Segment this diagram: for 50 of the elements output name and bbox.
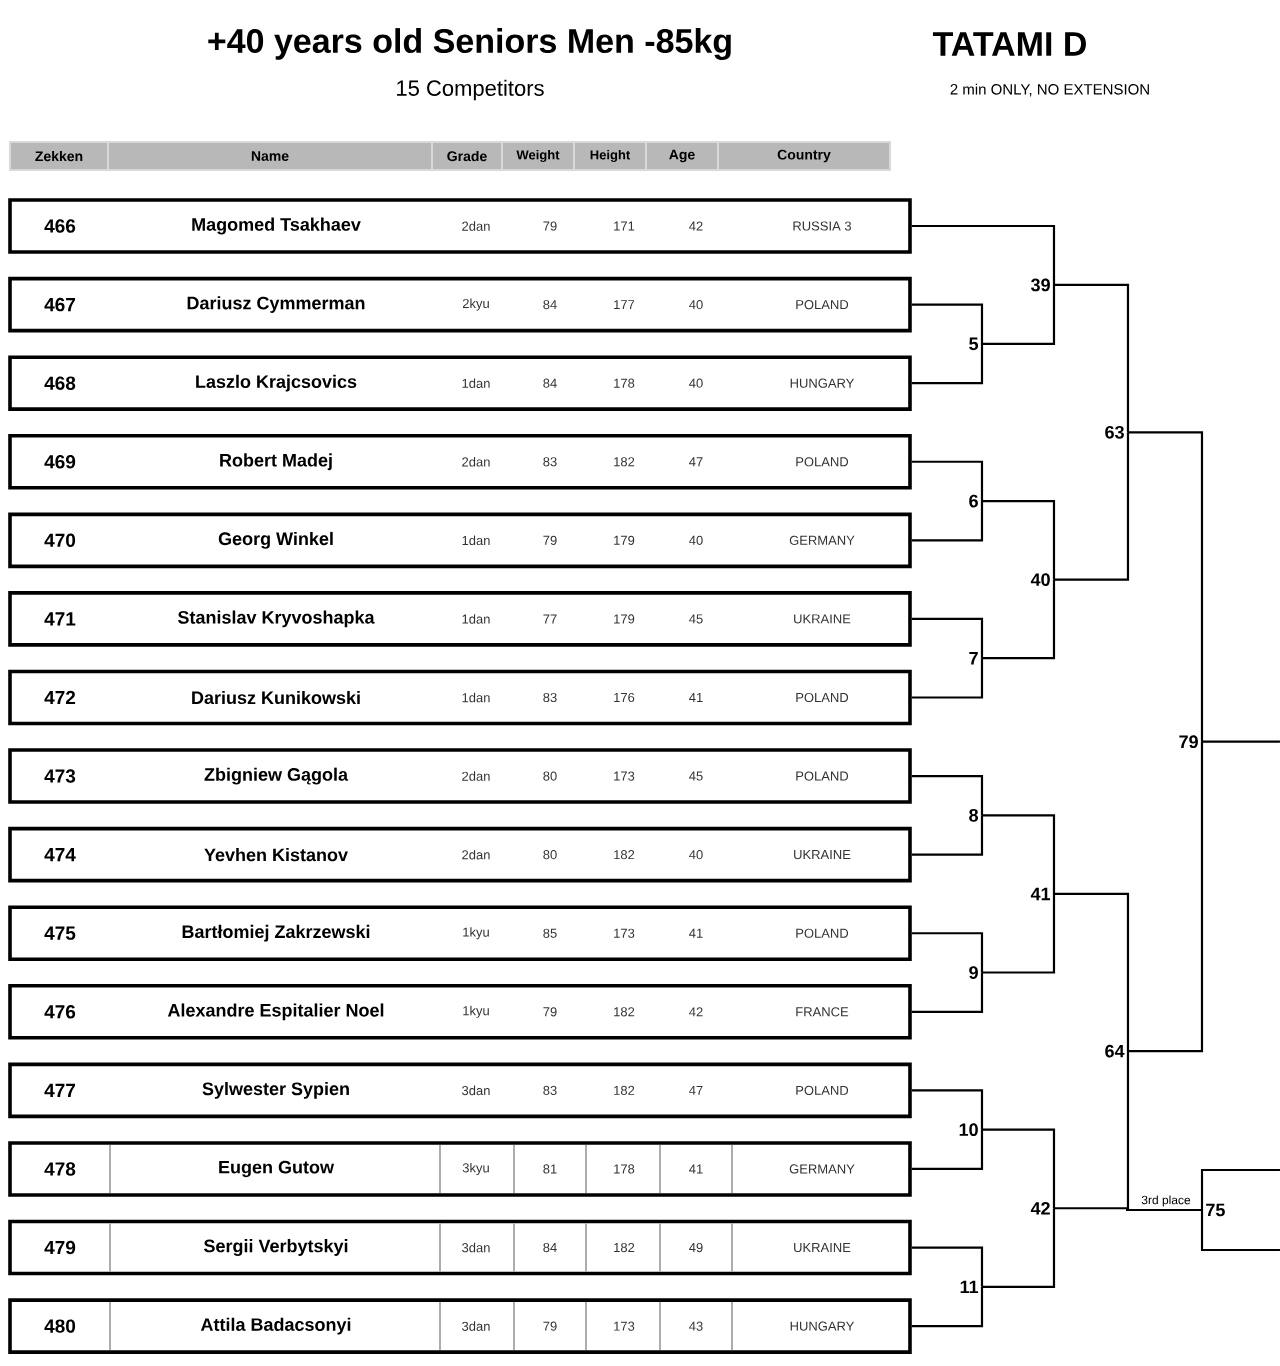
- bracket-line: [911, 1089, 984, 1130]
- bracket-line: [1126, 1208, 1202, 1212]
- bracket-line: [1054, 283, 1130, 433]
- bracket-line: [911, 460, 984, 502]
- match-number: 41: [1030, 887, 1051, 901]
- tatami-label: TATAMI D: [932, 32, 1086, 56]
- bracket-line: [982, 284, 1056, 345]
- bracket-line: [911, 617, 984, 659]
- bracket-line: [911, 932, 984, 973]
- bracket-line: [1054, 432, 1130, 581]
- subtitle: 15 Competitors: [397, 79, 544, 101]
- bracket-line: [1054, 892, 1130, 1052]
- bracket-line: [1200, 1168, 1280, 1210]
- bracket-line: [1202, 740, 1280, 743]
- bracket-line: [1128, 431, 1204, 742]
- bracket-line: [982, 1208, 1056, 1288]
- bracket-line: [1200, 1210, 1280, 1252]
- match-number: 64: [1105, 1044, 1125, 1058]
- bracket-line: [911, 343, 984, 385]
- match-number: 7: [969, 652, 978, 665]
- match-number: 42: [1030, 1201, 1050, 1215]
- match-number: 8: [969, 809, 979, 822]
- bracket-line: [911, 303, 984, 344]
- bracket-line: [911, 815, 984, 856]
- bracket-line: [982, 893, 1056, 974]
- bracket-line: [1128, 741, 1204, 1053]
- bracket-line: [982, 1128, 1056, 1209]
- bracket-line: [982, 814, 1056, 894]
- match-number: 75: [1206, 1203, 1225, 1217]
- bracket-line: [911, 774, 984, 816]
- match-number: 6: [969, 494, 978, 508]
- bracket-line: [911, 224, 1056, 285]
- bracket-line: [982, 499, 1056, 580]
- match-number: 5: [969, 337, 979, 351]
- match-number: 63: [1105, 425, 1124, 439]
- bracket-line: [911, 501, 984, 542]
- bracket-line: [982, 579, 1056, 660]
- match-number: 11: [960, 1280, 979, 1294]
- match-number: 40: [1030, 573, 1050, 586]
- match-number: 9: [969, 966, 978, 979]
- bracket-line: [911, 1246, 984, 1287]
- title: +40 years old Seniors Men -85kg: [208, 28, 731, 60]
- match-number: 10: [959, 1123, 978, 1137]
- bracket-line: [911, 1286, 984, 1328]
- bracket-line: [911, 972, 984, 1013]
- match-number: 39: [1030, 278, 1050, 292]
- bracket-line: [911, 1129, 984, 1171]
- bracket-line: [1054, 1051, 1130, 1210]
- match-number: 79: [1179, 735, 1198, 749]
- bracket-line: [911, 658, 984, 699]
